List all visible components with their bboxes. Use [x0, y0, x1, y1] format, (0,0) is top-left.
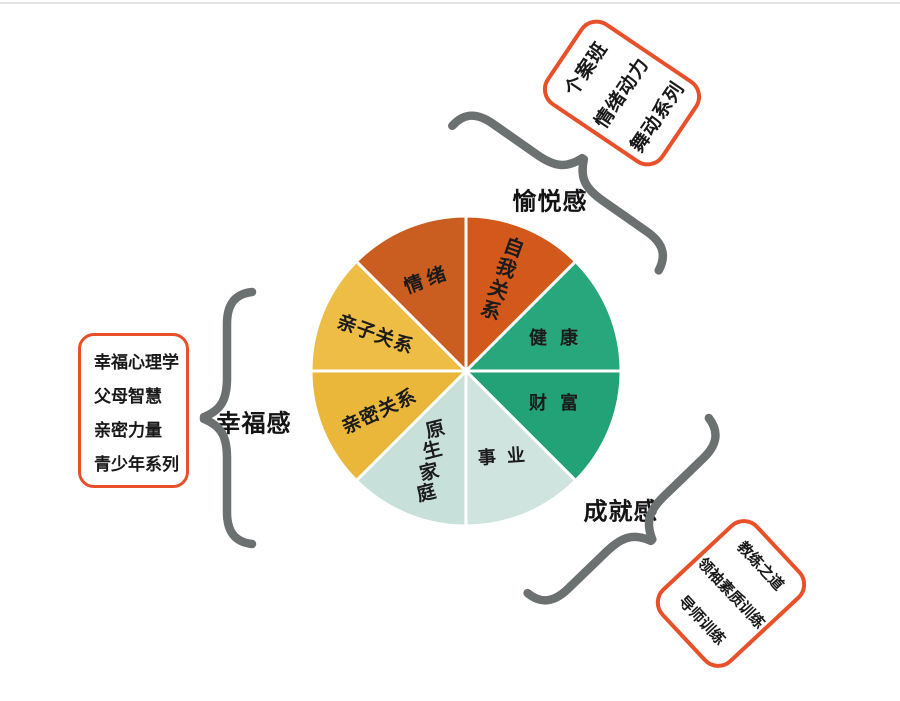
course-box-happiness: 幸福心理学 父母智慧 亲密力量 青少年系列	[78, 333, 189, 488]
curly-brace-bottom-right	[523, 413, 720, 605]
course-item: 亲密力量	[94, 421, 162, 440]
segment-label-career: 事业	[477, 444, 537, 469]
course-item: 父母智慧	[94, 387, 162, 406]
group-label-happiness: 幸福感	[216, 410, 292, 438]
pie-segment-5	[309, 369, 468, 483]
curly-brace-left	[199, 287, 257, 549]
group-label-pleasure: 愉悦感	[512, 188, 588, 216]
pie-segment-3	[464, 369, 578, 528]
pie-segment-7	[354, 214, 468, 373]
curly-brace-top-right	[448, 111, 668, 275]
pie-segment-0	[464, 214, 578, 373]
segment-label-wealth: 财富	[529, 393, 591, 414]
course-item: 幸福心理学	[94, 353, 179, 372]
pie-segment-2	[464, 369, 623, 483]
window-top-border	[0, 2, 900, 4]
pie-segment-1	[464, 259, 623, 373]
course-item: 青少年系列	[94, 455, 179, 474]
pie-segment-4	[354, 369, 468, 528]
segment-label-health: 健康	[529, 328, 591, 349]
pie-segment-6	[309, 259, 468, 373]
